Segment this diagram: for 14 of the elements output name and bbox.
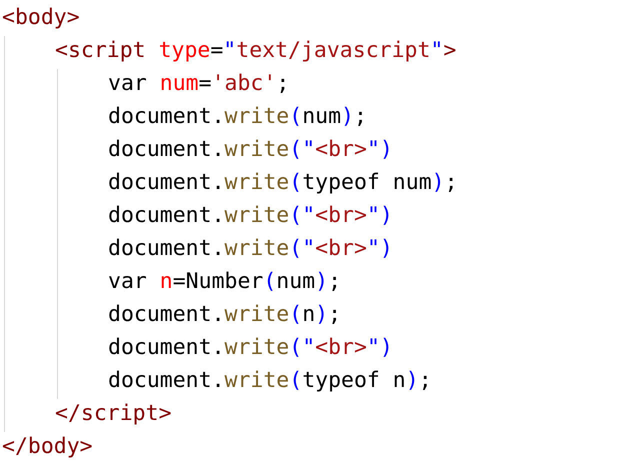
markup-tag-line: <body> [2, 4, 80, 32]
code-line: document.write("<br>") [108, 334, 393, 362]
code-line: document.write("<br>") [108, 202, 393, 230]
code-line: document.write("<br>") [108, 235, 393, 263]
code-line: document.write(n); [108, 301, 342, 329]
code-line: var num='abc'; [108, 70, 290, 98]
code-line: document.write(typeof n); [108, 367, 432, 395]
code-line: document.write("<br>") [108, 136, 393, 164]
code-line: document.write(num); [108, 103, 367, 131]
code-line: document.write(typeof num); [108, 169, 458, 197]
markup-tag-line: </script> [55, 400, 172, 428]
code-line: var n=Number(num); [108, 268, 342, 296]
markup-tag-line: <script type="text/javascript"> [55, 37, 456, 65]
markup-tag-line: </body> [2, 433, 93, 461]
